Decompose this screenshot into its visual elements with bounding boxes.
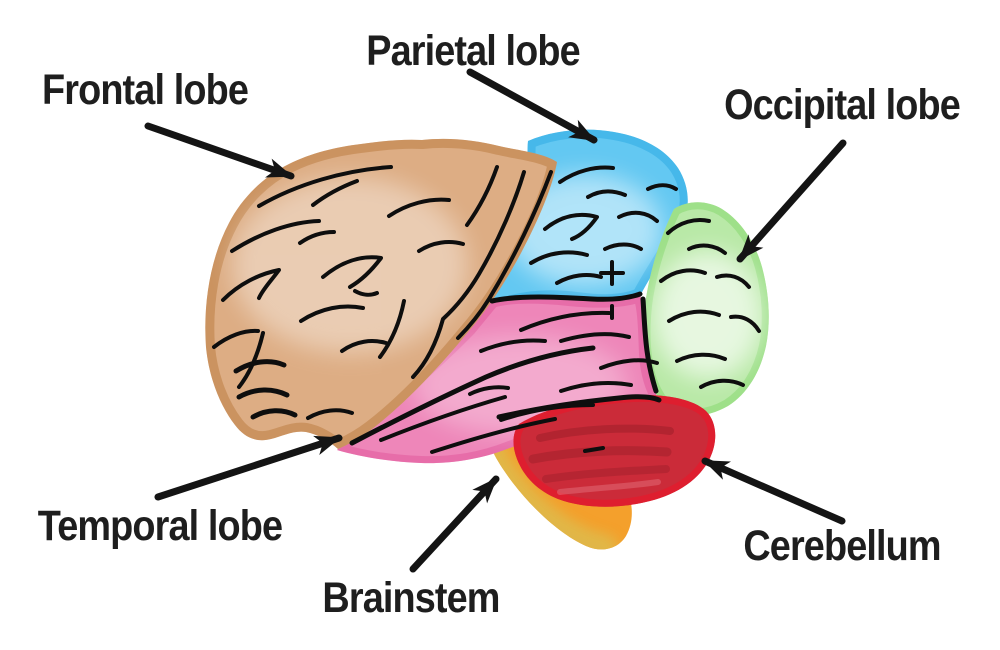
parietal-lobe-label: Parietal lobe — [366, 27, 580, 75]
brainstem-arrow — [409, 475, 500, 573]
occipital-lobe-sulci — [640, 218, 761, 394]
frontal-lobe-sulci — [212, 165, 553, 420]
frontal-lobe-highlight — [232, 177, 468, 353]
label-arrows — [144, 68, 847, 573]
parietal-lobe-arrow — [466, 68, 598, 144]
temporal-lobe-label: Temporal lobe — [37, 502, 283, 550]
cerebellum-label: Cerebellum — [743, 522, 941, 570]
brainstem-label: Brainstem — [322, 574, 500, 622]
occipital-lobe-highlight — [653, 251, 763, 379]
temporal-lobe-arrow — [154, 434, 343, 501]
parietal-lobe-sulci — [489, 165, 678, 304]
frontal-lobe-label: Frontal lobe — [42, 66, 249, 114]
occipital-lobe-arrow — [736, 139, 847, 263]
frontal-lobe-arrow — [144, 122, 295, 180]
cerebellum-arrow — [701, 457, 846, 525]
cerebellum-folia-streaks — [528, 424, 674, 495]
temporal-lobe-sulci — [349, 304, 662, 454]
occipital-lobe-label: Occipital lobe — [724, 81, 961, 129]
